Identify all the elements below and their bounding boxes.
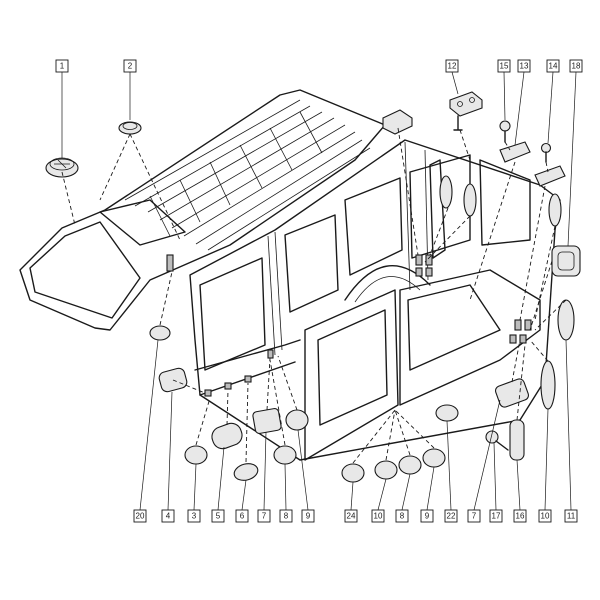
- callout-10-right-text: 10: [541, 512, 550, 521]
- callout-7-right-text: 7: [472, 512, 477, 521]
- callout-18: 18: [569, 59, 583, 73]
- callout-5-text: 5: [216, 512, 221, 521]
- callout-8-left: 8: [279, 509, 293, 523]
- part-12-bracket: [449, 91, 483, 131]
- van-side-body: [189, 139, 561, 461]
- callout-3: 3: [187, 509, 201, 523]
- callout-9-right: 9: [420, 509, 434, 523]
- bottom-plugs: [149, 325, 529, 483]
- callout-20-text: 20: [136, 512, 145, 521]
- part-roof-plug: [382, 109, 413, 135]
- callout-4: 4: [161, 509, 175, 523]
- callout-13: 13: [517, 59, 531, 73]
- callout-14: 14: [546, 59, 560, 73]
- callout-6-text: 6: [240, 512, 245, 521]
- part-1-vent-cap: [45, 157, 79, 178]
- callout-4-text: 4: [166, 512, 171, 521]
- callout-9-left: 9: [301, 509, 315, 523]
- callout-12: 12: [445, 59, 459, 73]
- callout-16-text: 16: [516, 512, 525, 521]
- part-18-large-grommet: [551, 245, 581, 277]
- callout-13-text: 13: [520, 62, 529, 71]
- callout-22: 22: [444, 509, 458, 523]
- callout-7-left-text: 7: [262, 512, 267, 521]
- roof-ribs: [124, 99, 371, 251]
- callout-1-text: 1: [60, 62, 65, 71]
- callout-10-right: 10: [538, 509, 552, 523]
- callout-2: 2: [123, 59, 137, 73]
- part-13-clip: [499, 141, 531, 163]
- callout-22-text: 22: [447, 512, 456, 521]
- callout-15-text: 15: [500, 62, 509, 71]
- callout-5: 5: [211, 509, 225, 523]
- callout-20: 20: [133, 509, 147, 523]
- part-14-clip: [534, 142, 566, 187]
- part-15-screw: [499, 120, 511, 143]
- dashed-leaders: [61, 127, 567, 464]
- callout-17: 17: [489, 509, 503, 523]
- callout-15: 15: [497, 59, 511, 73]
- callout-10-middle: 10: [371, 509, 385, 523]
- callout-11: 11: [564, 509, 578, 523]
- callout-17-text: 17: [492, 512, 501, 521]
- callout-12-text: 12: [448, 62, 457, 71]
- callout-6: 6: [235, 509, 249, 523]
- callout-8-right-text: 8: [400, 512, 405, 521]
- callout-7-right: 7: [467, 509, 481, 523]
- part-2-grommet: [118, 121, 142, 135]
- callout-14-text: 14: [549, 62, 558, 71]
- callout-18-text: 18: [572, 62, 581, 71]
- label-leaders: [61, 71, 577, 511]
- callout-7-left: 7: [257, 509, 271, 523]
- roof-panel: [19, 89, 386, 331]
- callout-9-right-text: 9: [425, 512, 430, 521]
- oval-grommets-rear: [439, 175, 575, 410]
- callout-2-text: 2: [128, 62, 133, 71]
- callout-10-middle-text: 10: [374, 512, 383, 521]
- callout-11-text: 11: [567, 512, 576, 521]
- callout-24-text: 24: [347, 512, 356, 521]
- callout-9-left-text: 9: [306, 512, 311, 521]
- callout-1: 1: [55, 59, 69, 73]
- callout-8-left-text: 8: [284, 512, 289, 521]
- callout-3-text: 3: [192, 512, 197, 521]
- grommet-slots: [166, 254, 532, 397]
- callout-24: 24: [344, 509, 358, 523]
- callout-8-right: 8: [395, 509, 409, 523]
- callout-16: 16: [513, 509, 527, 523]
